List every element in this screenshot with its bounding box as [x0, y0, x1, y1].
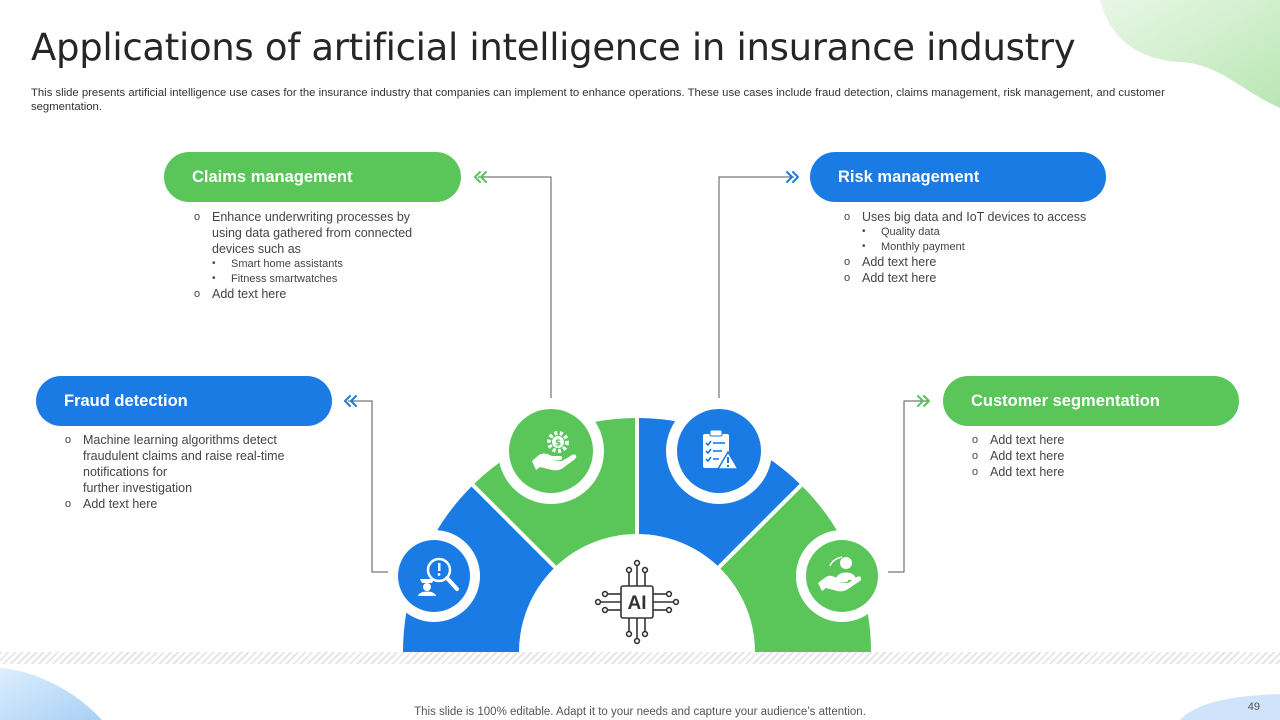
list-item: Add text here: [972, 432, 1212, 448]
chevron-left-icon: [344, 395, 357, 407]
fraud-detection-description: Machine learning algorithms detect fraud…: [65, 432, 345, 512]
sub-list-item: Quality data: [862, 225, 1124, 240]
connector-claims: [478, 176, 552, 398]
list-item: Add text here: [65, 496, 345, 512]
decorative-blob-top-right: [1100, 0, 1280, 108]
chevron-right-icon: [786, 171, 799, 183]
claims-management-heading: Claims management: [164, 152, 461, 202]
page-number: 49: [1247, 701, 1260, 713]
list-item: Add text here: [194, 286, 434, 302]
spy-magnifier-icon: [418, 557, 459, 596]
list-item: Add text here: [844, 270, 1124, 286]
sub-list-item: Monthly payment: [862, 240, 1124, 255]
decorative-blob-bottom-left: [0, 668, 102, 720]
list-item: Add text here: [972, 464, 1212, 480]
chevron-left-icon: [474, 171, 487, 183]
customer-segmentation-description: Add text here Add text here Add text her…: [972, 432, 1212, 480]
ai-chip-icon: [594, 559, 680, 645]
connector-segmentation: [888, 400, 928, 573]
connector-fraud: [348, 400, 390, 573]
icon-circle-fraud: [388, 530, 480, 622]
ai-label: AI: [628, 593, 647, 614]
list-item: Uses big data and IoT devices to access …: [844, 209, 1124, 254]
hand-dollar-gear-icon: $: [532, 431, 577, 471]
risk-management-heading: Risk management: [810, 152, 1106, 202]
customer-segmentation-heading: Customer segmentation: [943, 376, 1239, 426]
icon-circle-claims: [498, 398, 604, 504]
risk-management-description: Uses big data and IoT devices to access …: [844, 209, 1124, 286]
claims-management-description: Enhance underwriting processes by using …: [194, 209, 434, 302]
hatched-divider: [0, 652, 1280, 664]
slide-subtitle: This slide presents artificial intellige…: [31, 87, 1165, 113]
list-item: Add text here: [972, 448, 1212, 464]
list-item: Enhance underwriting processes by using …: [194, 209, 434, 286]
list-item: Add text here: [844, 254, 1124, 270]
sub-list-item: Fitness smartwatches: [212, 272, 434, 287]
svg-text:$: $: [555, 439, 561, 449]
clipboard-warning-icon: [703, 429, 740, 470]
sub-list-item: Smart home assistants: [212, 257, 434, 272]
list-item: Machine learning algorithms detect fraud…: [65, 432, 345, 496]
claims-management-label: Claims management: [192, 167, 353, 186]
fraud-detection-heading: Fraud detection: [36, 376, 332, 426]
risk-management-label: Risk management: [838, 167, 980, 186]
slide-title: Applications of artificial intelligence …: [31, 26, 1076, 69]
connector-risk: [718, 176, 794, 398]
footer-note: This slide is 100% editable. Adapt it to…: [414, 706, 866, 718]
decorative-blob-bottom-right: [1180, 694, 1280, 720]
customer-segmentation-label: Customer segmentation: [971, 391, 1160, 410]
hand-person-icon: [818, 556, 862, 592]
fraud-detection-label: Fraud detection: [64, 391, 188, 410]
chevron-right-icon: [917, 395, 930, 407]
